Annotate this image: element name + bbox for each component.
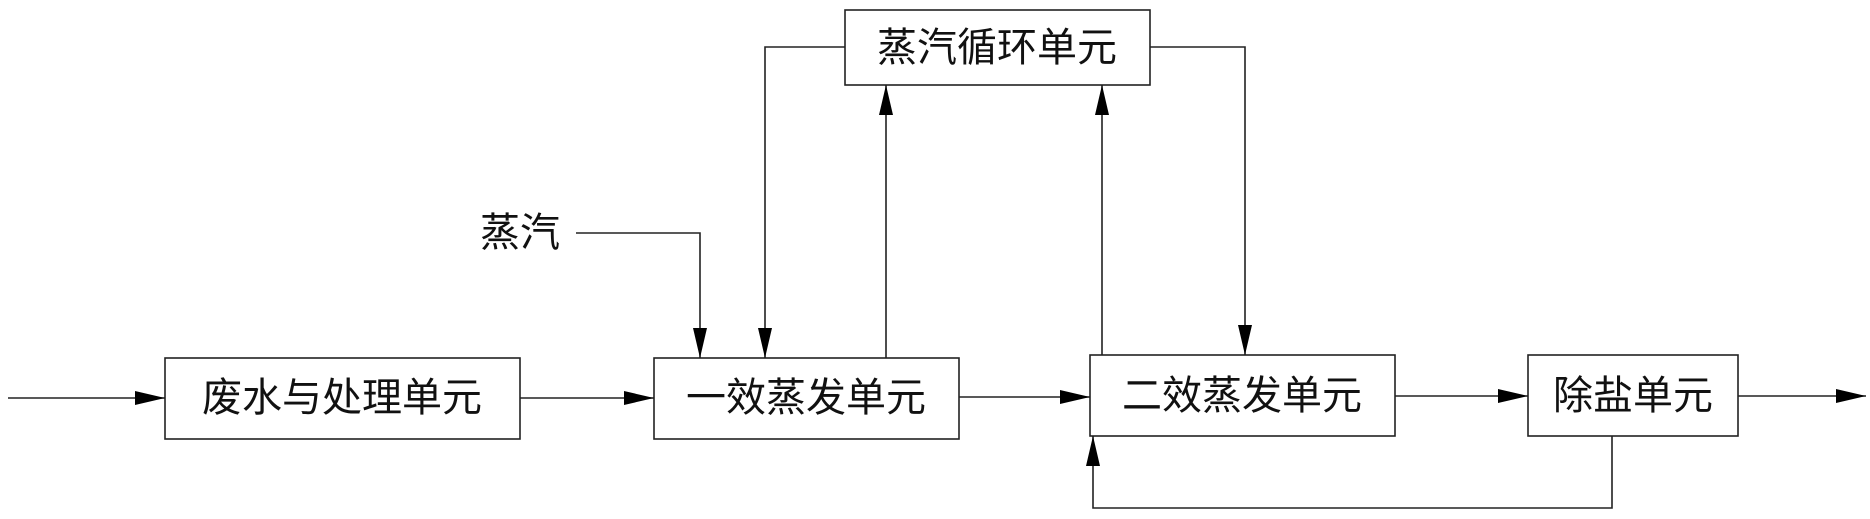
first-effect-box (653, 357, 960, 440)
circulation-to-first-arrowhead (758, 328, 772, 358)
inlet-arrowhead (135, 391, 165, 405)
desalination-return-line (1092, 436, 1613, 509)
pretreatment-to-first-arrowhead (624, 391, 654, 405)
wastewater-pretreatment-box (164, 357, 521, 440)
desalination-label: 除盐单元 (1553, 373, 1713, 419)
first-effect-label: 一效蒸发单元 (686, 375, 926, 421)
second-effect-box (1089, 354, 1396, 437)
second-effect-label: 二效蒸发单元 (1122, 373, 1362, 419)
circulation-to-second-arrowhead (1238, 325, 1252, 355)
second-to-desalination-arrowhead (1498, 389, 1528, 403)
first-to-circulation-arrowhead (879, 85, 893, 115)
circulation-to-second-line (1150, 46, 1246, 355)
second-to-circulation-arrowhead (1095, 85, 1109, 115)
desalination-box (1527, 354, 1739, 437)
steam-input-line (576, 232, 701, 358)
steam-circulation-box (844, 9, 1151, 86)
first-to-second-arrowhead (1060, 390, 1090, 404)
steam-input-label: 蒸汽 (480, 210, 560, 256)
steam-circulation-label: 蒸汽循环单元 (877, 25, 1117, 71)
circulation-to-first-line (764, 46, 845, 358)
steam-input-arrowhead (693, 328, 707, 358)
desalination-return-arrowhead (1086, 436, 1100, 466)
outlet-arrowhead (1836, 389, 1866, 403)
wastewater-pretreatment-label: 废水与处理单元 (202, 375, 482, 421)
